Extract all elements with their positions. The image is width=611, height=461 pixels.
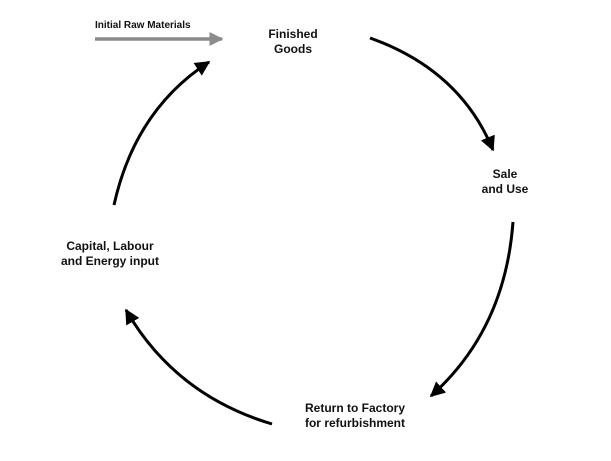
node-label-line: and Energy input [60,254,159,268]
node-sale-and-use: Sale and Use [470,167,540,197]
node-label-line: Capital, Labour [66,239,154,253]
arrow-capital-to-finished [112,60,211,206]
node-label-line: and Use [481,182,529,196]
node-capital-labour-energy: Capital, Labour and Energy input [40,239,180,269]
raw-materials-label: Initial Raw Materials [95,20,191,31]
arrow-finished-to-sale [369,36,495,152]
node-return-to-factory: Return to Factory for refurbishment [290,401,420,431]
node-label-line: Finished [268,27,318,41]
arrow-return-to-capital [124,308,273,426]
node-label-line: for refurbishment [304,416,405,430]
node-label-line: Sale [492,167,518,181]
node-label-line: Goods [274,42,312,56]
node-label-line: Return to Factory [304,401,405,415]
arrow-sale-to-return [429,221,515,398]
node-finished-goods: Finished Goods [253,27,333,57]
